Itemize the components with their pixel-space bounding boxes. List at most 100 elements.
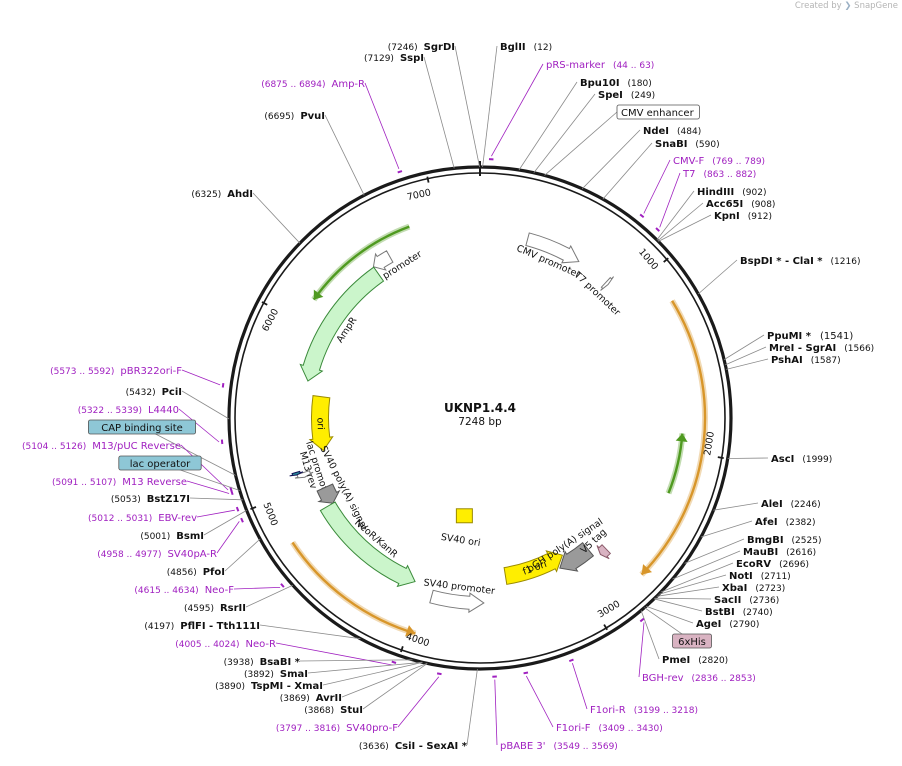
feature-label: T7 promoter xyxy=(571,269,622,318)
leader-line xyxy=(181,390,230,420)
site-position: (769 .. 789) xyxy=(712,157,765,167)
feature-bgh-poly-a-signal xyxy=(559,541,595,572)
leader-line xyxy=(659,172,681,228)
site-name: SgrDI xyxy=(424,42,455,53)
site-position: (3549 .. 3569) xyxy=(554,742,618,752)
orange-arc-right xyxy=(640,300,707,576)
site-name: PflFI - Tth111I xyxy=(180,621,260,632)
primer-label: (5104 .. 5126)M13/pUC Reverse xyxy=(22,441,181,452)
site-position: (1216) xyxy=(831,257,861,267)
enzyme-label: NdeI(484) xyxy=(643,126,701,137)
site-name: PshAI xyxy=(771,355,803,366)
site-position: (2836 .. 2853) xyxy=(692,674,756,684)
leader-line xyxy=(654,597,712,600)
primer-label: (5091 .. 5107)M13 Reverse xyxy=(52,477,187,488)
site-position: (4856) xyxy=(167,568,197,578)
leader-line xyxy=(572,662,588,710)
ruler-tick-label: 7000 xyxy=(406,187,432,203)
credit-brand: SnapGene xyxy=(854,1,898,11)
site-position: (2820) xyxy=(698,656,728,666)
feature-callout: CMV enhancer xyxy=(621,108,695,119)
site-name: L4440 xyxy=(148,405,179,416)
enzyme-label: EcoRV(2696) xyxy=(736,559,809,570)
enzyme-label: NotI(2711) xyxy=(729,571,791,582)
primer-label: pBABE 3'(3549 .. 3569) xyxy=(500,741,618,752)
primer-label: (4615 .. 4634)Neo-F xyxy=(134,585,234,596)
site-name: SspI xyxy=(400,53,424,64)
site-name: PfoI xyxy=(203,567,225,578)
leader-line xyxy=(203,510,247,536)
primer-site-mark xyxy=(240,517,244,523)
enzyme-label: (4595)RsrII xyxy=(184,603,246,614)
leader-line xyxy=(672,550,741,580)
enzyme-label: (3938)BsaBI * xyxy=(224,657,301,668)
feature-ampr xyxy=(299,266,385,382)
feature-ori xyxy=(308,395,334,452)
site-name: AgeI xyxy=(696,619,721,630)
site-position: (1566) xyxy=(844,344,874,354)
leader-line xyxy=(186,480,230,494)
enzyme-label: AscI(1999) xyxy=(771,454,832,465)
feature-sv40-promoter xyxy=(429,589,485,614)
site-name: BglII xyxy=(500,42,526,53)
site-name: AleI xyxy=(761,499,783,510)
enzyme-label: BspDI * - ClaI *(1216) xyxy=(740,256,860,267)
enzyme-label: (5053) BstZ17I xyxy=(111,494,190,505)
enzyme-label: XbaI(2723) xyxy=(722,583,785,594)
leader-line xyxy=(233,587,281,590)
primer-label: BGH-rev (2836 .. 2853) xyxy=(642,673,756,684)
site-position: (3938) xyxy=(224,658,254,668)
site-position: (1587) xyxy=(811,356,841,366)
site-name: BstZ17I xyxy=(147,494,190,505)
site-name: SacII xyxy=(714,595,741,606)
leader-line xyxy=(466,668,478,746)
leader-line xyxy=(697,259,738,295)
feature-callout: lac operator xyxy=(130,459,191,470)
primer-site-mark xyxy=(235,506,240,512)
feature-callout: 6xHis xyxy=(678,637,706,648)
enzyme-label: PshAI (1587) xyxy=(771,355,841,366)
leader-line xyxy=(362,663,428,710)
leader-line xyxy=(196,509,235,518)
leader-line xyxy=(224,538,261,572)
site-position: (6325) xyxy=(191,190,221,200)
site-position: (2525) xyxy=(792,536,822,546)
leader-line xyxy=(491,63,544,157)
enzyme-label: (4856) PfoI xyxy=(167,567,225,578)
site-name: Neo-R xyxy=(246,639,277,650)
site-name: BGH-rev xyxy=(642,673,684,684)
site-position: (2696) xyxy=(779,560,809,570)
primer-label: T7(863 .. 882) xyxy=(682,169,756,180)
enzyme-label: HindIII(902) xyxy=(697,187,766,198)
feature-label: ori xyxy=(314,417,325,430)
primer-site-mark xyxy=(436,672,442,676)
enzyme-label: (6325)AhdI xyxy=(191,189,253,200)
site-position: (5573 .. 5592) xyxy=(50,367,114,377)
enzyme-label: AleI(2246) xyxy=(761,499,821,510)
site-position: (6695) xyxy=(264,112,294,122)
site-position: (5104 .. 5126) xyxy=(22,442,86,452)
feature-m13-rev xyxy=(289,470,304,477)
enzyme-label: BmgBI(2525) xyxy=(747,535,821,546)
enzyme-label: (5001)BsmI xyxy=(140,531,204,542)
site-name: KpnI xyxy=(714,211,740,222)
site-position: (3409 .. 3430) xyxy=(598,724,662,734)
orange-arc-left xyxy=(291,541,416,635)
site-position: (2723) xyxy=(755,584,785,594)
site-name: Acc65I xyxy=(706,199,743,210)
site-name: Bpu10I xyxy=(580,78,620,89)
site-position: (5053) xyxy=(111,495,141,505)
primer-site-mark xyxy=(221,382,225,388)
enzyme-label: (7246)SgrDI xyxy=(388,42,455,53)
site-position: (4005 .. 4024) xyxy=(175,640,239,650)
enzyme-label: SpeI(249) xyxy=(598,90,655,101)
site-name: RsrII xyxy=(220,603,246,614)
ruler-tick xyxy=(426,176,430,183)
leader-line xyxy=(726,358,769,370)
leader-line xyxy=(299,659,413,662)
feature-label: SV40 ori xyxy=(440,532,481,549)
site-position: (4197) xyxy=(144,622,174,632)
primer-site-mark xyxy=(655,227,660,232)
site-position: (3636) xyxy=(359,742,389,752)
leader-line xyxy=(700,520,753,538)
